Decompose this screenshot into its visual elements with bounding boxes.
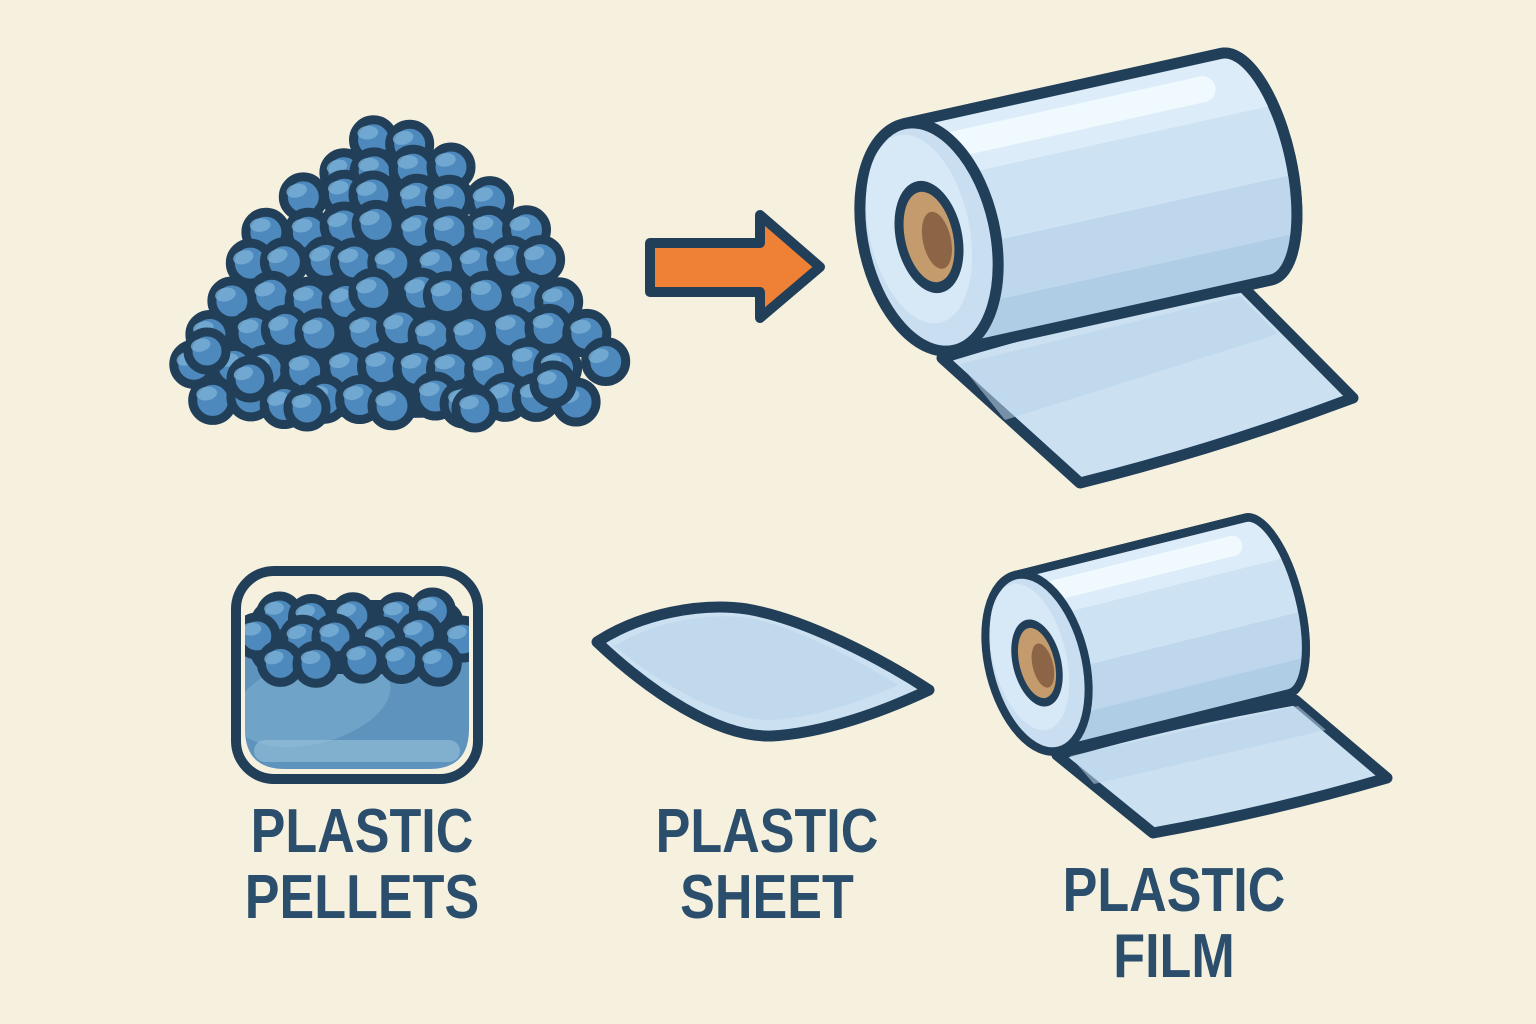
pellet [338, 636, 386, 684]
label-line: PLASTIC [250, 797, 474, 866]
pellet [283, 384, 331, 432]
label-line: FILM [1113, 922, 1235, 991]
pellet [581, 337, 631, 386]
pellet [414, 639, 462, 687]
pellet [377, 637, 425, 684]
pellet [225, 238, 275, 288]
pellet [348, 267, 398, 317]
label-plastic-sheet: PLASTIC SHEET [616, 799, 918, 931]
label-line: SHEET [680, 863, 854, 932]
pellet [451, 385, 499, 433]
label-line: PLASTIC [1062, 856, 1286, 925]
film-roll-small-icon [968, 505, 1393, 839]
right-arrow-icon [645, 210, 825, 323]
pellet-pile-icon [169, 115, 631, 433]
pellet [351, 199, 401, 249]
label-line: PELLETS [244, 863, 480, 932]
pellet [226, 355, 274, 403]
label-plastic-pellets: PLASTIC PELLETS [211, 799, 513, 931]
pellet [422, 271, 472, 321]
plastic-sheet-icon [591, 601, 935, 742]
pellet [292, 640, 340, 688]
pellets-container-icon [231, 566, 483, 784]
pellet [367, 381, 417, 431]
pellet [529, 360, 577, 408]
label-line: PLASTIC [655, 797, 879, 866]
film-roll-large-icon [839, 37, 1359, 489]
pellet [183, 327, 231, 375]
label-plastic-film: PLASTIC FILM [1023, 858, 1325, 990]
